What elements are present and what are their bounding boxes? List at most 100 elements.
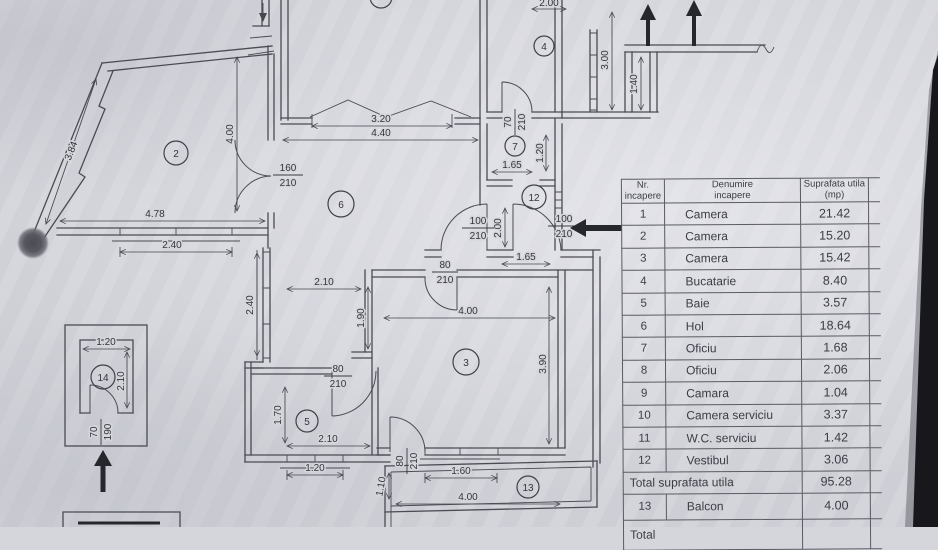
door-label-80-210-balcony: 80 210 xyxy=(394,448,422,474)
cell-area: 15.42 xyxy=(801,247,870,270)
cell-name: Camera xyxy=(665,225,802,249)
cell-nr: 9 xyxy=(622,382,667,406)
header-stub xyxy=(868,177,881,203)
dim-400r3: 4.00 xyxy=(458,306,478,317)
dimension-labels: 4.78 2.40 3.84 4.00 3.20 4.40 2.00 3.00 … xyxy=(61,0,641,505)
cell-nr: 1 xyxy=(621,203,666,227)
room7-number: 7 xyxy=(512,142,518,153)
cell-nr: 3 xyxy=(621,248,666,271)
door-label-70-190-room14: 70 190 xyxy=(88,419,116,445)
photo-artifacts xyxy=(17,50,938,527)
total-label: Total suprafata utila xyxy=(622,471,803,495)
cell-nr: 12 xyxy=(622,449,667,473)
cell-area: 4.00 xyxy=(802,492,871,520)
door3-width: 80 xyxy=(439,260,451,271)
dim-190v: 1.90 xyxy=(356,308,367,328)
room4-number: 4 xyxy=(541,42,547,53)
walls-top-left-entry xyxy=(247,0,275,56)
cell-name: Camera serviciu xyxy=(666,404,803,428)
cell-stub xyxy=(870,518,883,549)
door13-height: 210 xyxy=(409,452,420,469)
dim-210a: 2.10 xyxy=(314,277,334,288)
header-name: Denumire incapere xyxy=(664,177,802,204)
door4-height: 210 xyxy=(517,113,528,130)
total-area: 95.28 xyxy=(802,470,871,494)
cell-stub xyxy=(869,269,881,292)
dim-240a: 2.40 xyxy=(162,240,182,251)
cell-area: 15.20 xyxy=(801,224,870,248)
cell-area: 2.06 xyxy=(801,359,871,382)
cell-name: Camera xyxy=(665,247,802,271)
cell-area: 8.40 xyxy=(801,269,870,293)
cell-nr: 13 xyxy=(622,494,667,521)
cell-name: Baie xyxy=(665,292,802,316)
dim-478: 4.78 xyxy=(145,209,165,220)
door3-height: 210 xyxy=(437,275,454,286)
dim-320: 3.20 xyxy=(371,114,391,125)
cell-stub xyxy=(869,246,881,270)
dim-400v: 4.00 xyxy=(225,124,236,144)
dim-440: 4.40 xyxy=(371,128,391,139)
cell-stub xyxy=(870,470,882,493)
walls-room4 xyxy=(479,0,775,119)
cell-stub xyxy=(870,448,882,471)
footer-area xyxy=(802,518,872,550)
cell-nr: 6 xyxy=(621,315,666,339)
door5-width: 80 xyxy=(332,364,344,375)
cell-area: 18.64 xyxy=(801,314,870,338)
dim-170v: 1.70 xyxy=(273,405,284,425)
dim-240v: 2.40 xyxy=(245,295,256,315)
dim-200top: 2.00 xyxy=(539,0,559,9)
cell-nr: 10 xyxy=(622,405,667,428)
door2-width: 160 xyxy=(280,163,297,174)
room2-number: 2 xyxy=(173,149,179,160)
door14-height: 190 xyxy=(103,423,114,440)
cell-name: Camara xyxy=(666,381,803,406)
door-label-80-210-room3: 80 210 xyxy=(432,259,458,288)
header-nr: Nr. incapere xyxy=(620,178,666,204)
dim-160: 1.60 xyxy=(451,466,471,477)
cell-stub xyxy=(870,403,882,427)
cell-nr: 4 xyxy=(621,270,666,294)
door2-height: 210 xyxy=(280,178,297,189)
cell-name: Vestibul xyxy=(666,448,803,473)
cell-area: 1.68 xyxy=(801,336,870,360)
door-arcs xyxy=(89,81,562,453)
door12L-width: 100 xyxy=(470,216,487,227)
cell-nr: 2 xyxy=(621,225,666,249)
dim-165a: 1.65 xyxy=(502,160,522,171)
cell-nr: 7 xyxy=(621,337,666,361)
cell-stub xyxy=(869,224,881,248)
cell-name: Hol xyxy=(665,314,802,338)
door-label-100-210-left: 100 210 xyxy=(462,215,494,244)
cell-area: 1.42 xyxy=(802,426,871,449)
walls-room3 xyxy=(371,269,594,460)
door-label-70-210: 70 210 xyxy=(502,109,530,135)
door12R-height: 210 xyxy=(556,229,573,240)
dim-210v14: 2.10 xyxy=(116,371,127,391)
door5-height: 210 xyxy=(330,379,347,390)
footer-label: Total xyxy=(622,519,804,550)
cell-name: Balcon xyxy=(666,493,803,521)
walls-room14 xyxy=(62,324,181,527)
dim-384: 3.84 xyxy=(63,140,81,163)
north-arrows xyxy=(640,0,702,46)
cell-stub xyxy=(870,426,882,449)
cell-area: 1.04 xyxy=(802,381,871,405)
cell-stub xyxy=(870,492,882,519)
dimension-lines xyxy=(44,5,645,508)
door4-width: 70 xyxy=(503,116,514,128)
cell-stub xyxy=(869,314,881,337)
door13-width: 80 xyxy=(395,455,406,467)
cell-stub xyxy=(869,358,882,382)
